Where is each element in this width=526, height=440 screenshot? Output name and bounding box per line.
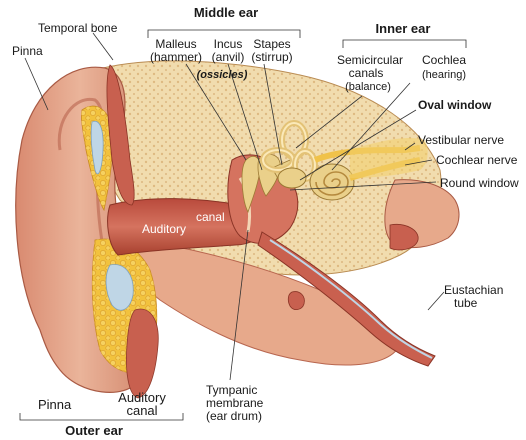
- gland-tissue: [126, 308, 159, 399]
- semicircular-label-2: canals: [348, 66, 384, 80]
- cochlea-label: Cochlea: [421, 53, 467, 67]
- incus-label: Incus: [213, 37, 243, 51]
- leader-lines: [19, 29, 467, 421]
- ossicles-label: (ossicles): [196, 69, 248, 81]
- cochlear-nerve-label: Cochlear nerve: [436, 153, 518, 167]
- lower-tissue: [135, 239, 401, 366]
- oval-window-label: Oval window: [418, 98, 492, 112]
- vertical-band: [106, 64, 135, 206]
- vestibule: [277, 167, 307, 189]
- auditory-canal-bottom-label-1: Auditory: [118, 390, 166, 405]
- malleus-sub-label: (hammer): [149, 50, 203, 64]
- cochlea-shape: [309, 163, 355, 201]
- semicircular-label-1: Semicircular: [336, 53, 404, 67]
- eustachian-label-1: Eustachian: [444, 283, 504, 297]
- lower-cartilage: [105, 264, 134, 311]
- auditory-canal-bottom-label-2: canal: [126, 403, 158, 418]
- stapes-sub-label: (stirrup): [251, 50, 293, 64]
- incus-sub-label: (anvil): [211, 50, 245, 64]
- pinna-label-top: Pinna: [12, 44, 43, 58]
- malleus-label: Malleus: [155, 37, 197, 51]
- middle-ear-label: Middle ear: [193, 5, 259, 20]
- outer-ear-label: Outer ear: [65, 423, 123, 438]
- stapes-label: Stapes: [253, 37, 291, 51]
- cochlea-sub-label: (hearing): [421, 69, 467, 81]
- pinna-label-bottom: Pinna: [38, 397, 72, 412]
- temporal-bone-label: Temporal bone: [38, 21, 118, 35]
- semicircular-label-3: (balance): [345, 81, 391, 93]
- small-tissue: [287, 291, 305, 310]
- eustachian-label-2: tube: [454, 296, 478, 310]
- eustachian-tube-highlight: [269, 239, 433, 359]
- round-window-label: Round window: [440, 176, 519, 190]
- auditory-canal-inner-label-2: canal: [196, 210, 225, 224]
- tympanic-label-2: membrane: [206, 396, 264, 410]
- inner-ear-label: Inner ear: [375, 21, 431, 36]
- tympanic-label-3: (ear drum): [206, 409, 263, 423]
- auditory-canal-inner-label-1: Auditory: [142, 222, 187, 236]
- vestibular-nerve-label: Vestibular nerve: [418, 133, 505, 147]
- tympanic-label-1: Tympanic: [206, 383, 258, 397]
- pinna-cartilage-blue: [90, 120, 104, 175]
- right-tissue-red: [389, 223, 419, 251]
